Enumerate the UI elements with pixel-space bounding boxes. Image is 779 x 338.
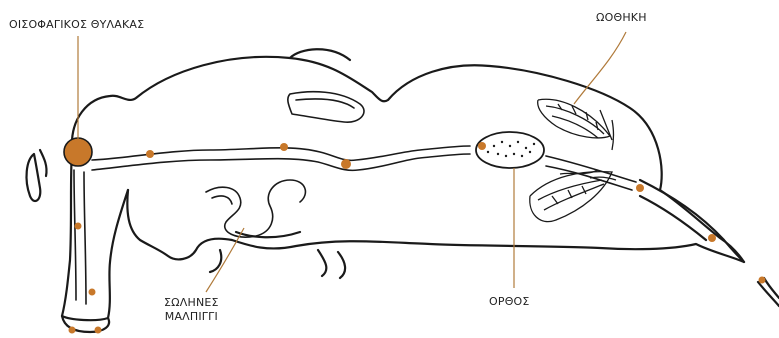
dot-11 (759, 277, 766, 284)
malpighian-tubules (206, 180, 305, 237)
ventral-fold-3 (338, 252, 345, 278)
dot-3 (341, 159, 351, 169)
esophagus-down-2 (84, 172, 86, 304)
ovary-upper (538, 99, 614, 150)
crop-label: ΟΙΣΟΦΑΓΙΚΟΣ ΘΥΛΑΚΑΣ (9, 18, 144, 32)
dot-2 (280, 143, 288, 151)
malpighian-label-line-1: ΣΩΛΗΝΕΣ (164, 296, 219, 310)
crop-sac (64, 138, 92, 166)
dot-9 (636, 184, 644, 192)
malpighian-tubules-2 (212, 196, 232, 204)
rectum-organ (476, 132, 544, 168)
ovary-lower (530, 170, 616, 222)
foreleg (62, 150, 128, 320)
rectum-label: ΟΡΘΟΣ (489, 295, 530, 309)
dot-8 (478, 142, 486, 150)
dot-6 (69, 327, 76, 334)
esophagus-down-1 (74, 170, 76, 300)
malpighian-tubules-label: ΣΩΛΗΝΕΣ ΜΑΛΠΙΓΓΙ (164, 296, 219, 324)
ventral-fold-4 (210, 250, 221, 272)
mouthpart-2 (40, 150, 47, 176)
mouthpart-1 (27, 154, 41, 201)
midgut-loop-inner (296, 99, 354, 108)
malpighian-label-line-2: ΜΑΛΠΙΓΓΙ (164, 310, 219, 324)
dot-5 (89, 289, 96, 296)
dot-10 (708, 234, 716, 242)
dot-7 (95, 327, 102, 334)
ovary-label: ΩΟΘΗΚΗ (596, 11, 647, 25)
ventral-fold-2 (318, 250, 326, 276)
dot-1 (146, 150, 154, 158)
dot-4 (75, 223, 82, 230)
leader-malpighi (206, 228, 244, 292)
